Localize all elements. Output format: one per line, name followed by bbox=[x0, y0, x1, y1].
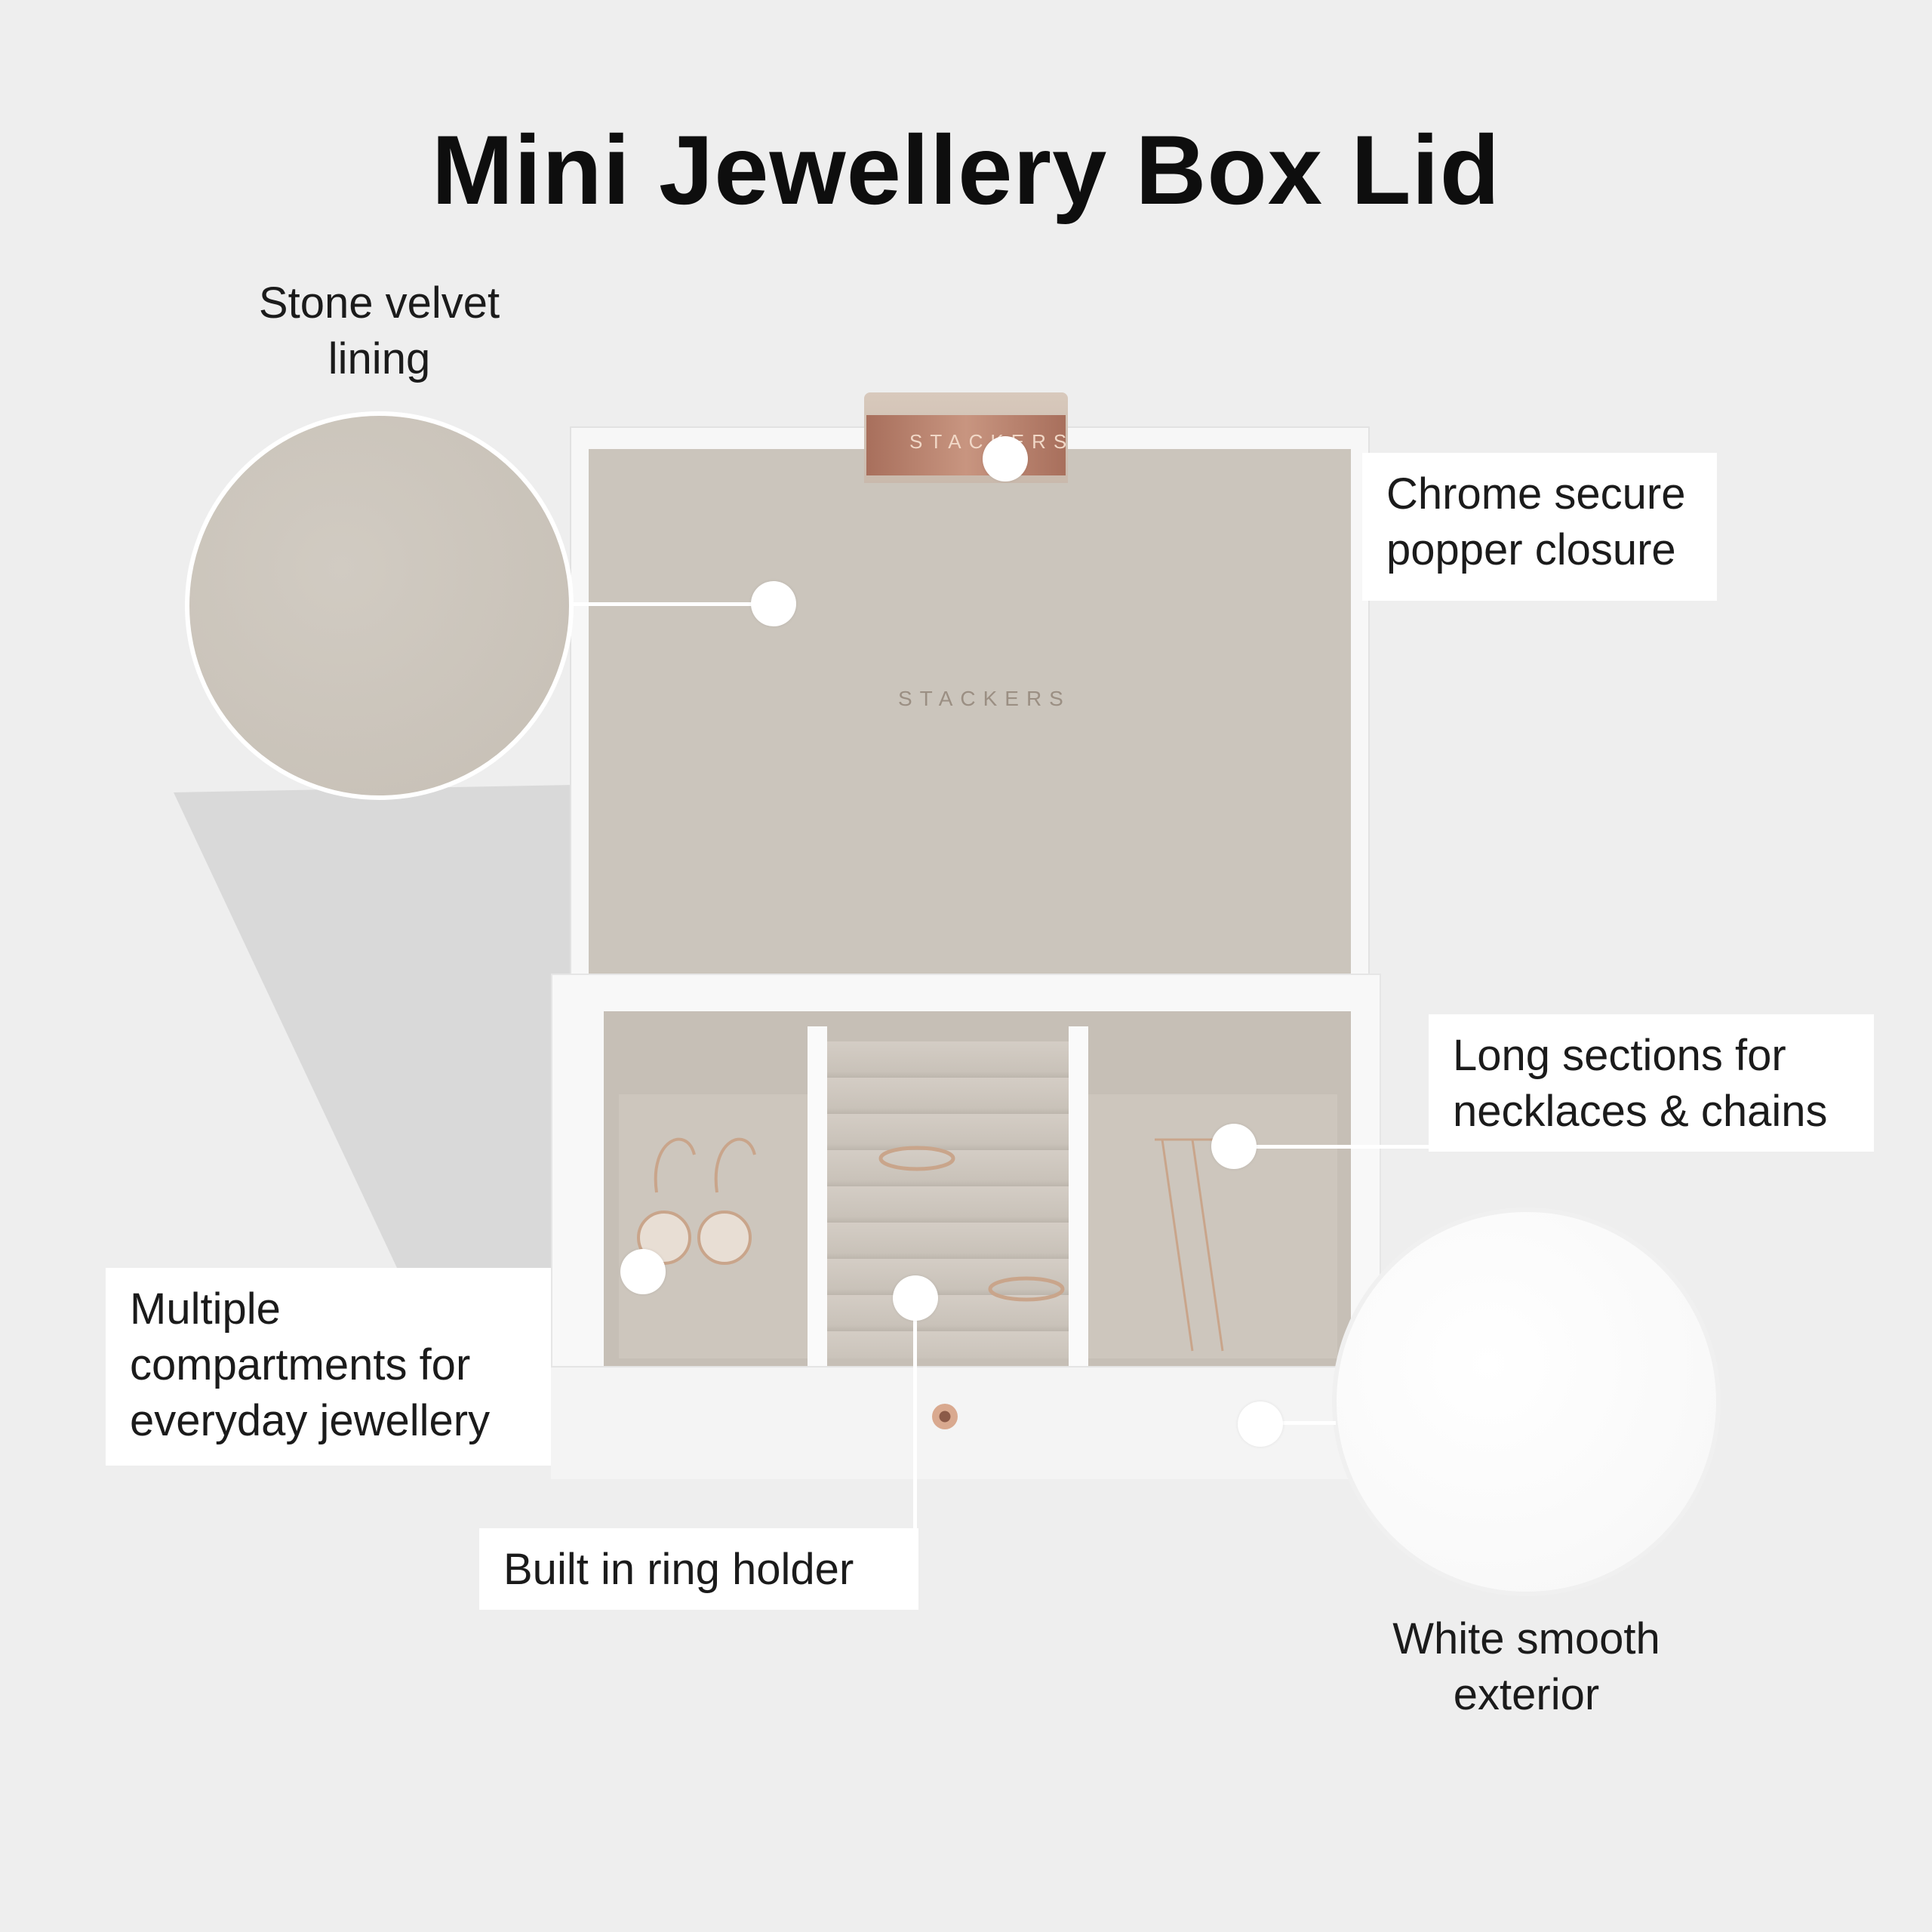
sections-connector bbox=[1253, 1145, 1430, 1149]
ring-holder bbox=[827, 1041, 1069, 1358]
compartments-marker bbox=[620, 1249, 666, 1294]
divider-1 bbox=[808, 1026, 827, 1366]
compartments-label: Multiple compartments for everyday jewel… bbox=[106, 1268, 551, 1466]
ring-icon-1 bbox=[878, 1146, 955, 1171]
ring-holder-label: Built in ring holder bbox=[479, 1528, 918, 1610]
earrings-icon bbox=[637, 1137, 756, 1265]
ring-holder-connector bbox=[913, 1317, 917, 1532]
page-title: Mini Jewellery Box Lid bbox=[431, 115, 1501, 225]
closure-label: Chrome secure popper closure bbox=[1362, 453, 1717, 601]
lid-brand-text: STACKERS bbox=[898, 687, 1071, 710]
lining-connector bbox=[574, 602, 770, 606]
ring-holder-marker bbox=[893, 1275, 938, 1321]
exterior-caption: White smooth exterior bbox=[1392, 1614, 1660, 1719]
velvet-swatch bbox=[185, 411, 574, 800]
jewellery-box: STACKERS STACKERS bbox=[528, 392, 1381, 1479]
ring-icon-2 bbox=[988, 1276, 1065, 1302]
exterior-marker bbox=[1238, 1401, 1283, 1447]
exterior-swatch bbox=[1332, 1208, 1721, 1596]
closure-marker bbox=[983, 436, 1028, 481]
lining-marker bbox=[751, 581, 796, 626]
sections-label: Long sections for necklaces & chains bbox=[1429, 1014, 1874, 1152]
front-popper-icon bbox=[932, 1404, 958, 1429]
lining-caption: Stone velvet lining bbox=[258, 278, 500, 383]
lid-velvet-panel bbox=[589, 449, 1351, 992]
closure-plate bbox=[866, 415, 1066, 475]
exterior-connector bbox=[1275, 1421, 1336, 1425]
sections-marker bbox=[1211, 1124, 1257, 1169]
divider-2 bbox=[1069, 1026, 1088, 1366]
